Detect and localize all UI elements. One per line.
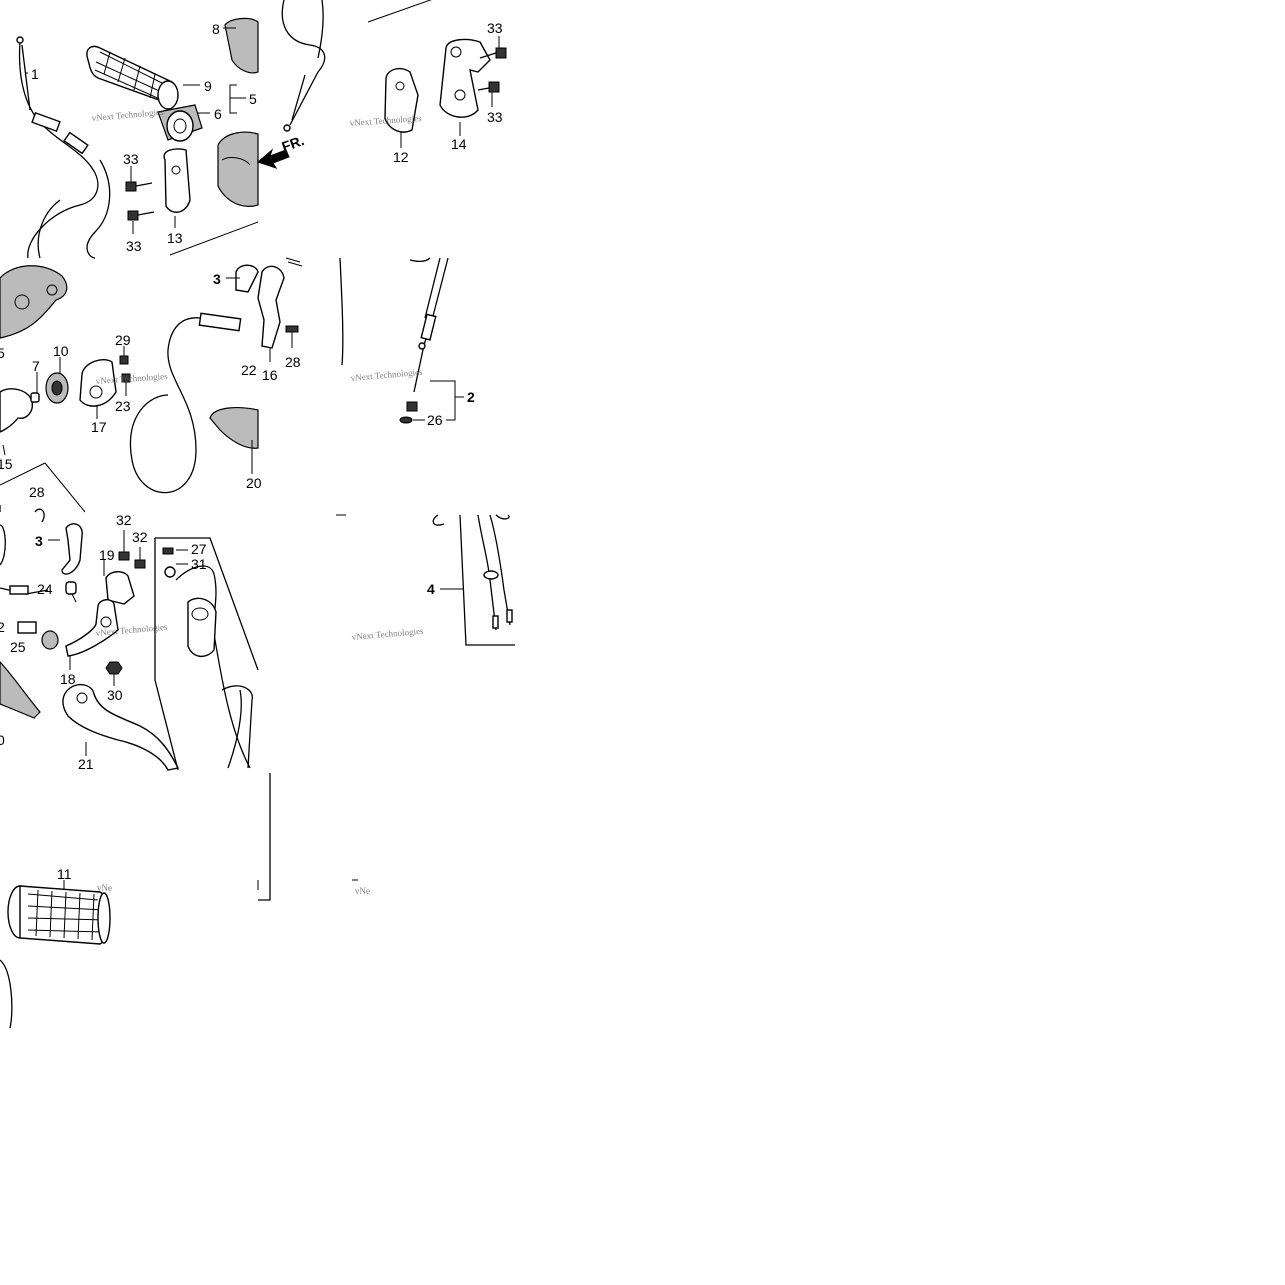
watermark: vNext Technologies bbox=[351, 626, 424, 642]
callout-15: 15 bbox=[0, 456, 13, 472]
callout-26: 26 bbox=[427, 412, 443, 428]
callout-30: 30 bbox=[107, 687, 123, 703]
callout-18: 18 bbox=[60, 671, 76, 687]
callout-3-a: 3 bbox=[213, 271, 221, 287]
watermark-fragment: vNe bbox=[355, 886, 370, 896]
callout-19: 19 bbox=[99, 547, 115, 563]
callout-16: 16 bbox=[262, 367, 278, 383]
tile-clamps: 33 33 12 14 vNext Technologies bbox=[281, 0, 507, 165]
callout-22: 22 bbox=[241, 362, 257, 378]
grip-part bbox=[7, 885, 111, 945]
callout-33-b: 33 bbox=[126, 238, 142, 254]
callout-8: 8 bbox=[212, 21, 220, 37]
callout-4: 4 bbox=[427, 581, 435, 597]
callout-2: 2 bbox=[467, 389, 475, 405]
tile-grip-11: 11 vNe vNe bbox=[0, 773, 370, 1029]
callout-6: 6 bbox=[214, 106, 222, 122]
callout-31: 31 bbox=[191, 556, 207, 572]
grip-part bbox=[86, 45, 179, 110]
callout-3-b: 3 bbox=[35, 533, 43, 549]
watermark: vNext Technologies bbox=[91, 107, 164, 123]
callout-28-a: 28 bbox=[285, 354, 301, 370]
callout-32-a: 32 bbox=[116, 512, 132, 528]
front-direction-label: FR. bbox=[280, 132, 307, 155]
callout-33-a: 33 bbox=[123, 151, 139, 167]
callout-9: 9 bbox=[204, 78, 212, 94]
callout-13: 13 bbox=[167, 230, 183, 246]
watermark: vNext Technologies bbox=[350, 367, 423, 383]
callout-27: 27 bbox=[191, 541, 207, 557]
tile-cable-2: 2 26 vNext Technologies bbox=[339, 257, 475, 428]
callout-20-cut: 0 bbox=[0, 732, 5, 748]
callout-12: 12 bbox=[393, 149, 409, 165]
callout-14: 14 bbox=[451, 136, 467, 152]
callout-11: 11 bbox=[57, 866, 72, 882]
callout-7: 7 bbox=[32, 358, 40, 374]
front-direction-arrow: FR. bbox=[257, 132, 307, 169]
throttle-tube-part bbox=[157, 104, 203, 142]
callout-22-cut: 2 bbox=[0, 619, 5, 635]
callout-33-c: 33 bbox=[487, 20, 503, 36]
callout-32-b: 32 bbox=[132, 529, 148, 545]
tile-throttle-housing: 5 7 10 29 23 17 15 3 22 16 28 20 28 vNex… bbox=[0, 257, 303, 513]
callout-24: 24 bbox=[37, 581, 53, 597]
tile-wire-harness: 4 vNext Technologies bbox=[336, 514, 515, 646]
tile-clutch-lever: 32 32 3 19 27 31 24 2 25 18 30 0 21 vNex… bbox=[0, 508, 259, 772]
callout-5-cut: 5 bbox=[0, 345, 5, 361]
callout-25: 25 bbox=[10, 639, 26, 655]
callout-10: 10 bbox=[53, 343, 69, 359]
watermark-fragment: vNe bbox=[97, 883, 112, 893]
callout-29: 29 bbox=[115, 332, 131, 348]
callout-21: 21 bbox=[78, 756, 94, 772]
callout-17: 17 bbox=[91, 419, 107, 435]
callout-5: 5 bbox=[249, 91, 257, 107]
callout-23: 23 bbox=[115, 398, 131, 414]
callout-33-d: 33 bbox=[487, 109, 503, 125]
tile-handlebar-left: FR. 1 8 9 5 6 33 33 13 vNext Technologie… bbox=[16, 17, 307, 259]
callout-28-b: 28 bbox=[29, 484, 45, 500]
callout-1: 1 bbox=[31, 66, 39, 82]
bolt-part bbox=[125, 181, 155, 221]
callout-20-a: 20 bbox=[246, 475, 262, 491]
